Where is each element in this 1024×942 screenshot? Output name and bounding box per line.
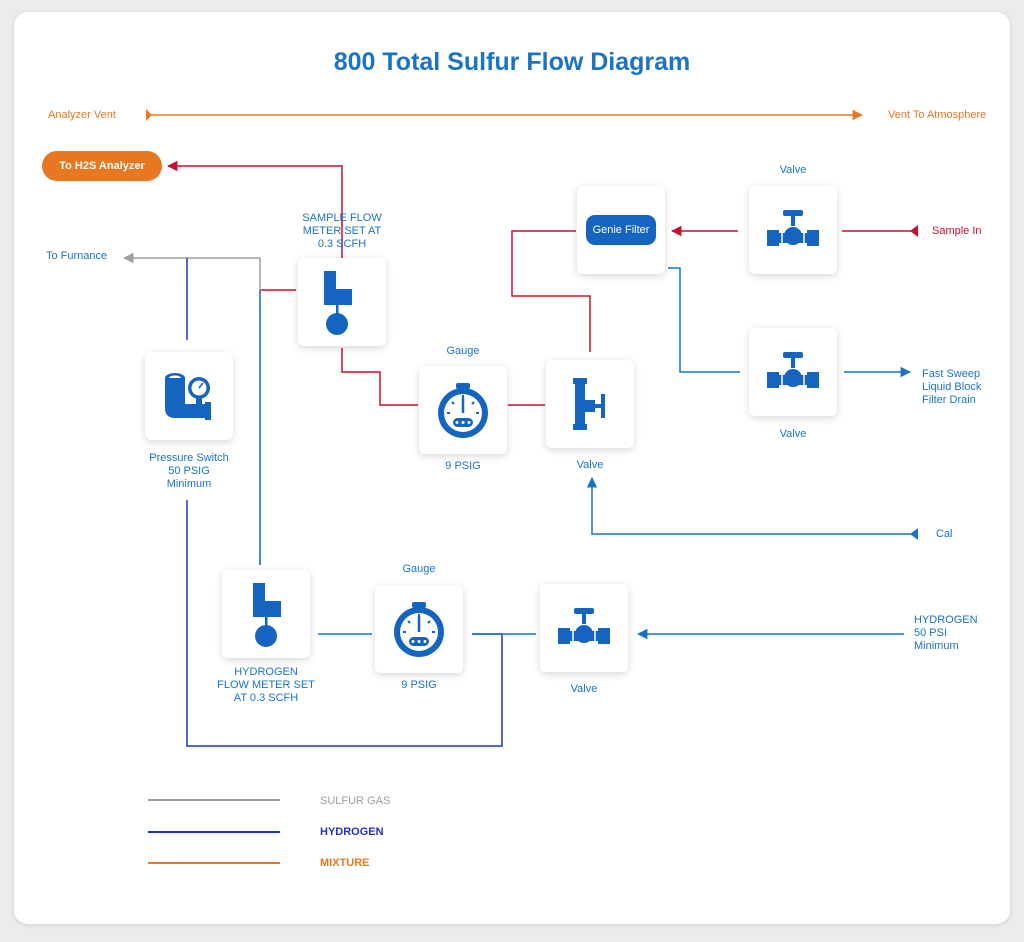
hydrogen-supply-label: HYDROGEN 50 PSI Minimum [914, 614, 978, 652]
pressure-gauge-icon [438, 383, 488, 438]
valve-bottom-label: Valve [570, 683, 598, 695]
genie-filter-box: Genie Filter [577, 186, 665, 274]
three-way-valve-icon [573, 378, 605, 430]
diagram-card [14, 12, 1010, 924]
sample-flow-meter-label: SAMPLE FLOW METER SET AT 0.3 SCFH [302, 212, 382, 250]
valve-top-label: Valve [779, 164, 807, 176]
cal-label: Cal [936, 528, 953, 540]
sample-meter-to-gauge-line [341, 348, 418, 406]
pressure-switch-box [145, 352, 233, 440]
gauge-bottom-label: Gauge [402, 563, 436, 575]
analyzer-vent-label: Analyzer Vent [48, 109, 116, 121]
valve-to-filter-line [511, 230, 591, 352]
fast-sweep-label: Fast Sweep Liquid Block Filter Drain [922, 368, 982, 406]
flow-meter-icon [253, 583, 281, 647]
valve-top-box [749, 186, 837, 274]
filter-drain-line [668, 267, 740, 373]
pressure-switch-icon [165, 373, 211, 420]
valve-mid-label: Valve [576, 459, 604, 471]
to-furnance-label: To Furnance [46, 250, 108, 262]
vent-to-atmosphere-label: Vent To Atmosphere [888, 109, 987, 121]
legend-mixture: MIXTURE [320, 857, 370, 869]
pressure-gauge-icon [394, 602, 444, 657]
gauge-top-box [419, 366, 507, 454]
sample-in-label: Sample In [932, 225, 982, 237]
gauge-top-value: 9 PSIG [445, 460, 481, 472]
legend-hydrogen: HYDROGEN [320, 826, 384, 838]
cal-line [586, 476, 918, 535]
valve-right-box [749, 328, 837, 416]
hydrogen-flow-meter-box [222, 570, 310, 658]
gauge-top-label: Gauge [446, 345, 480, 357]
gate-valve-icon [558, 608, 610, 644]
legend-sulfur-gas: SULFUR GAS [320, 795, 391, 807]
gate-valve-icon [767, 352, 819, 388]
pressure-switch-label: Pressure Switch 50 PSIG Minimum [149, 452, 229, 490]
gauge-bottom-value: 9 PSIG [401, 679, 437, 691]
to-h2s-analyzer-badge: To H2S Analyzer [42, 151, 162, 181]
hydrogen-flow-meter-label: HYDROGEN FLOW METER SET AT 0.3 SCFH [217, 666, 315, 704]
gate-valve-icon [767, 210, 819, 246]
flow-meter-icon [324, 271, 352, 335]
valve-right-label: Valve [779, 428, 807, 440]
sample-flow-meter-box [298, 258, 386, 346]
valve-mid-box [546, 360, 634, 448]
diagram-title: 800 Total Sulfur Flow Diagram [333, 48, 691, 76]
valve-bottom-box [540, 584, 628, 672]
filter-icon: Genie Filter [586, 215, 656, 245]
gauge-bottom-box [375, 585, 463, 673]
sample-to-analyzer-line [166, 160, 343, 258]
